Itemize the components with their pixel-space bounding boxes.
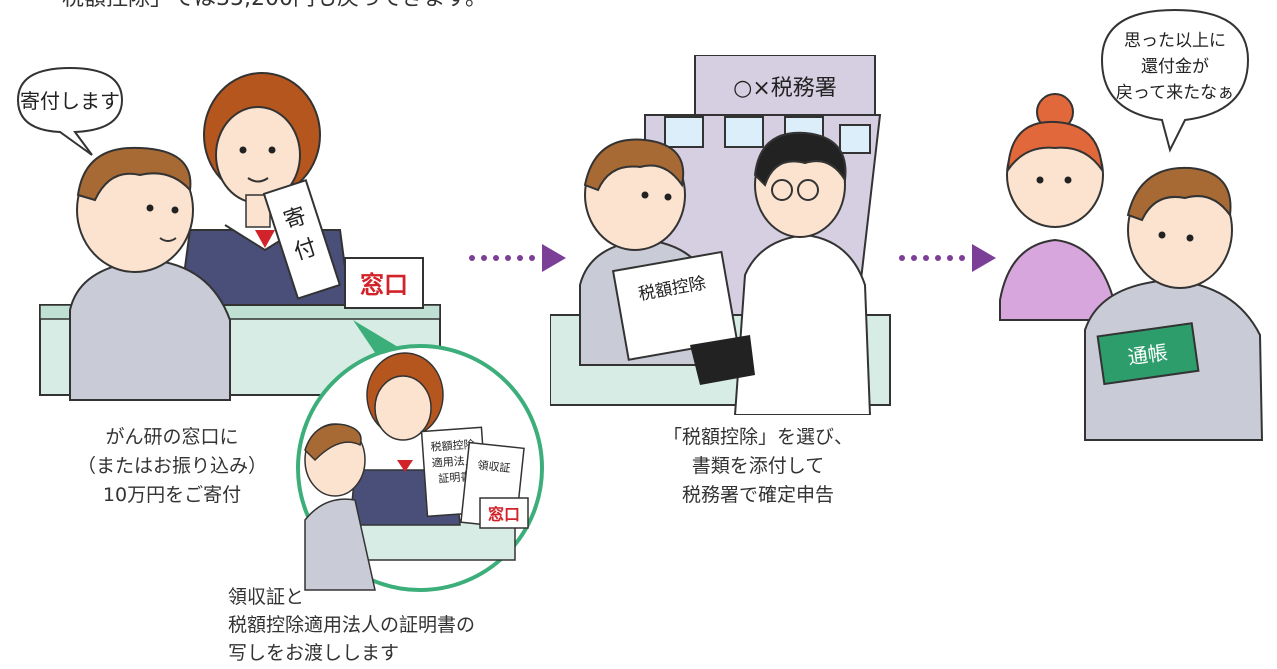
office-sign-text: ○×税務署 xyxy=(733,76,837,101)
woman-bun xyxy=(999,93,1116,321)
scene1-caption-line2: （またはお振り込み） xyxy=(76,455,267,477)
inset-doc1-line3: 証明書 xyxy=(438,469,472,485)
scene3-illustration: 思った以上に 還付金が 戻って来たなぁ 通帳 xyxy=(999,8,1264,441)
speech-bubble-refund: 思った以上に 還付金が 戻って来たなぁ xyxy=(1100,8,1250,153)
bankbook: 通帳 xyxy=(1096,322,1200,386)
scene1-caption-line3: 10万円をご寄付 xyxy=(102,484,242,506)
donation-envelope: 寄 付 xyxy=(262,179,342,300)
scene1-caption-line1: がん研の窓口に xyxy=(105,426,239,448)
inset-doc1-line1: 税額控除 xyxy=(430,437,475,454)
inset-window-sign: 窓口 xyxy=(479,497,529,529)
scene2-illustration: ○×税務署 税額控除 xyxy=(550,55,891,415)
inset-caption: 領収証と 税額控除適用法人の証明書の 写しをお渡しします xyxy=(228,583,588,667)
intro-text: 税額控除」では35,200円も戻ってきます。 xyxy=(62,0,487,12)
refund-line1: 思った以上に xyxy=(1124,31,1226,51)
tax-officer xyxy=(690,131,872,415)
arrow-2 xyxy=(899,244,996,272)
scene2-caption-line2: 書類を添付して xyxy=(691,455,825,477)
refund-line2: 還付金が xyxy=(1141,57,1209,77)
refund-line3: 戻って来たなぁ xyxy=(1116,83,1234,103)
inset-doc2-text: 領収証 xyxy=(477,458,511,475)
scene1-caption: がん研の窓口に （またはお振り込み） 10万円をご寄付 xyxy=(52,423,292,510)
inset-window-sign-text: 窓口 xyxy=(488,505,520,524)
window-sign-text: 窓口 xyxy=(360,271,408,299)
window-sign: 窓口 xyxy=(344,257,424,309)
inset-caption-line1: 領収証と xyxy=(228,586,305,608)
tax-document: 税額控除 xyxy=(611,250,739,361)
man-bankbook xyxy=(1084,166,1264,441)
inset-doc1-line2: 適用法人 xyxy=(431,453,476,470)
scene2-caption: 「税額控除」を選び、 書類を添付して 税務署で確定申告 xyxy=(608,423,908,510)
arrow-1 xyxy=(469,244,566,272)
donor-man xyxy=(69,146,231,401)
speech-donate-text: 寄付します xyxy=(20,89,120,113)
inset-circle: 税額控除 適用法人 証明書 領収証 窓口 xyxy=(296,320,544,592)
speech-bubble-donate: 寄付します xyxy=(16,66,124,156)
inset-caption-line3: 写しをお渡しします xyxy=(228,642,400,664)
scene2-caption-line3: 税務署で確定申告 xyxy=(681,484,834,506)
bankbook-text: 通帳 xyxy=(1126,340,1169,369)
inset-caption-line2: 税額控除適用法人の証明書の xyxy=(228,614,476,636)
scene2-caption-line1: 「税額控除」を選び、 xyxy=(662,426,853,448)
inset-donor xyxy=(304,423,376,591)
scene1-illustration: 寄付します 寄 付 窓口 xyxy=(16,66,441,401)
